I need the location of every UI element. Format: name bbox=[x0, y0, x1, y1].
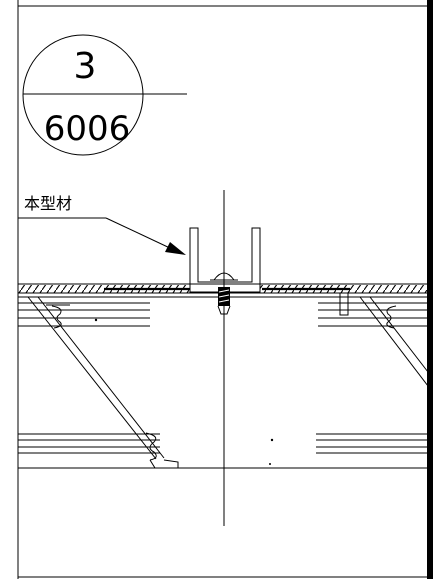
fixing-screw bbox=[217, 287, 231, 315]
profile-callout: 本型材 bbox=[18, 194, 186, 255]
callout-label: 本型材 bbox=[24, 194, 72, 213]
left-stiffener bbox=[18, 296, 179, 469]
u-channel-profile bbox=[189, 227, 261, 293]
detail-number: 3 bbox=[74, 46, 97, 87]
detail-reference-bubble: 3 6006 bbox=[22, 34, 187, 156]
leader-arrowhead bbox=[165, 242, 186, 255]
right-stiffener bbox=[316, 292, 429, 454]
lower-panel-edge bbox=[18, 318, 428, 469]
drawing-number: 6006 bbox=[44, 109, 131, 149]
